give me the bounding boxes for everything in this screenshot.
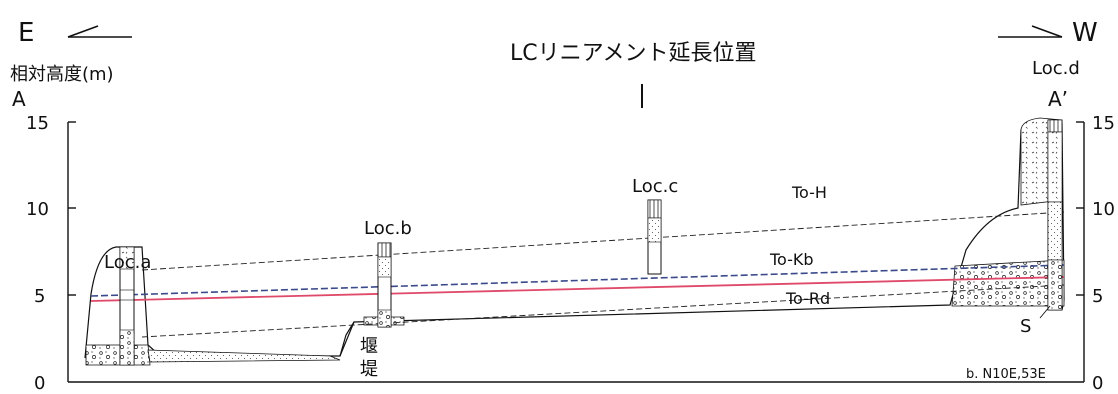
column-loc-c [647, 199, 662, 275]
west-arrow-icon [998, 25, 1063, 38]
west-label: W [1072, 18, 1098, 48]
to-h-dashed-line [141, 211, 1065, 271]
tick-right-0: 0 [1092, 373, 1103, 394]
right-axis [1076, 121, 1085, 382]
tick-right-10: 10 [1092, 199, 1115, 220]
gravel-deposit-loc-a [85, 344, 151, 366]
tick-right-15: 15 [1092, 113, 1115, 134]
s-label: S [1020, 316, 1031, 337]
strike-dip-label: b. N10E,53E [966, 367, 1046, 382]
weir-label-2: 堤 [360, 359, 378, 380]
tick-right-5: 5 [1092, 286, 1103, 307]
sand-deposit-loc-a [147, 349, 341, 363]
to-rd-line [90, 276, 1065, 302]
end-label-right: A’ [1048, 87, 1068, 111]
left-axis [67, 121, 76, 382]
location-label-a: Loc.a [104, 252, 151, 273]
tick-left-15: 15 [26, 113, 49, 134]
end-label-left: A [12, 87, 26, 111]
diagram-title: LCリニアメント延長位置 [510, 41, 757, 66]
weir-label-1: 堰 [360, 336, 378, 357]
lower-dashed-line [141, 284, 1065, 338]
gravel-deposit-loc-d [951, 259, 1065, 307]
layer-label-to-kb: To-Kb [769, 250, 814, 269]
s-leader-line [1039, 305, 1051, 319]
weir-surface [339, 321, 355, 357]
location-label-d: Loc.d [1032, 58, 1080, 79]
location-label-c: Loc.c [632, 176, 678, 197]
layer-label-to-rd: To-Rd [785, 289, 830, 308]
y-axis-label: 相対高度(m) [10, 64, 114, 85]
tick-left-0: 0 [34, 373, 45, 394]
layer-label-to-h: To-H [791, 183, 827, 202]
column-loc-a [119, 246, 135, 366]
to-kb-dashed-line [90, 264, 1065, 297]
east-arrow-icon [67, 25, 132, 38]
column-loc-d [1047, 119, 1063, 311]
ground-surface [84, 123, 1065, 359]
east-label: E [18, 18, 34, 48]
column-loc-b [377, 242, 392, 328]
location-label-b: Loc.b [364, 218, 412, 239]
tick-left-5: 5 [34, 286, 45, 307]
tick-left-10: 10 [26, 199, 49, 220]
